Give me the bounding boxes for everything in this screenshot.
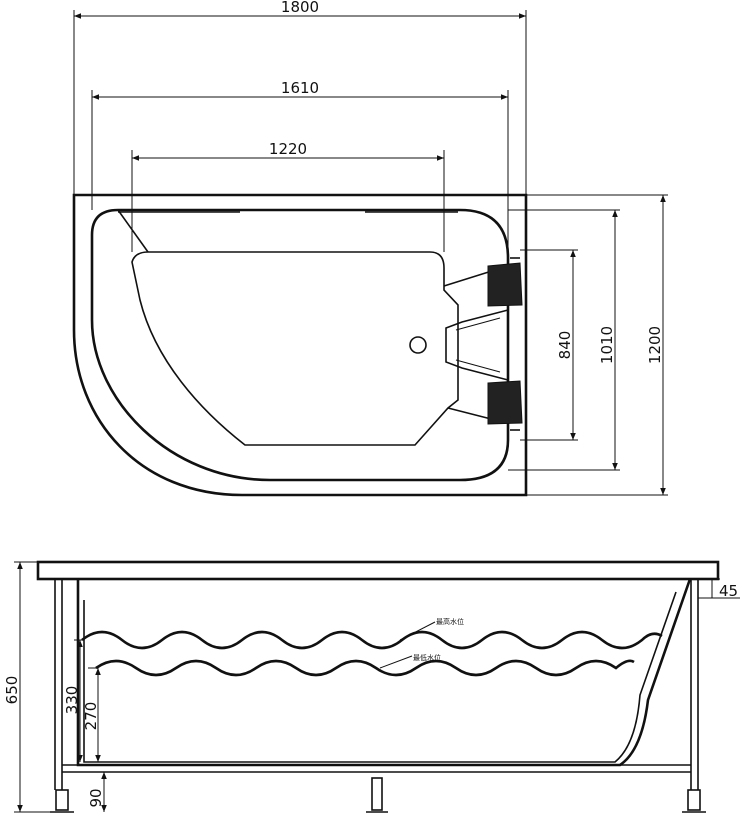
leg-right bbox=[687, 789, 701, 811]
dim-330: 330 bbox=[63, 686, 81, 715]
dim-45: 45 bbox=[719, 582, 738, 600]
dim-1800: 1800 bbox=[281, 0, 319, 16]
armrest bbox=[445, 308, 509, 382]
dim-1010: 1010 bbox=[598, 326, 616, 364]
leg-left bbox=[55, 789, 69, 811]
drain-icon bbox=[409, 336, 427, 354]
tub-rim bbox=[36, 560, 720, 581]
min-water-label: 最低水位 bbox=[413, 653, 441, 662]
headrest-top bbox=[487, 262, 523, 307]
headrest-bottom bbox=[487, 380, 523, 425]
dim-1220: 1220 bbox=[269, 140, 307, 158]
tub-inner-basin bbox=[90, 208, 510, 482]
plan-view: 1800 1610 1220 1200 1010 840 bbox=[72, 0, 668, 497]
dim-650: 650 bbox=[3, 676, 21, 705]
dim-840: 840 bbox=[556, 331, 574, 360]
tub-basin-floor bbox=[131, 251, 459, 446]
support-frame bbox=[54, 579, 699, 790]
max-water-wave bbox=[81, 630, 663, 650]
side-view: 最高水位 最低水位 650 330 270 90 45 bbox=[3, 560, 740, 813]
tub-outer-rim bbox=[72, 193, 528, 497]
dim-270: 270 bbox=[82, 702, 100, 731]
min-water-wave bbox=[95, 659, 635, 677]
dim-1610: 1610 bbox=[281, 79, 319, 97]
leg-center bbox=[371, 777, 383, 811]
max-water-label: 最高水位 bbox=[436, 617, 464, 626]
dim-1200: 1200 bbox=[646, 326, 664, 364]
dim-90: 90 bbox=[87, 788, 105, 807]
